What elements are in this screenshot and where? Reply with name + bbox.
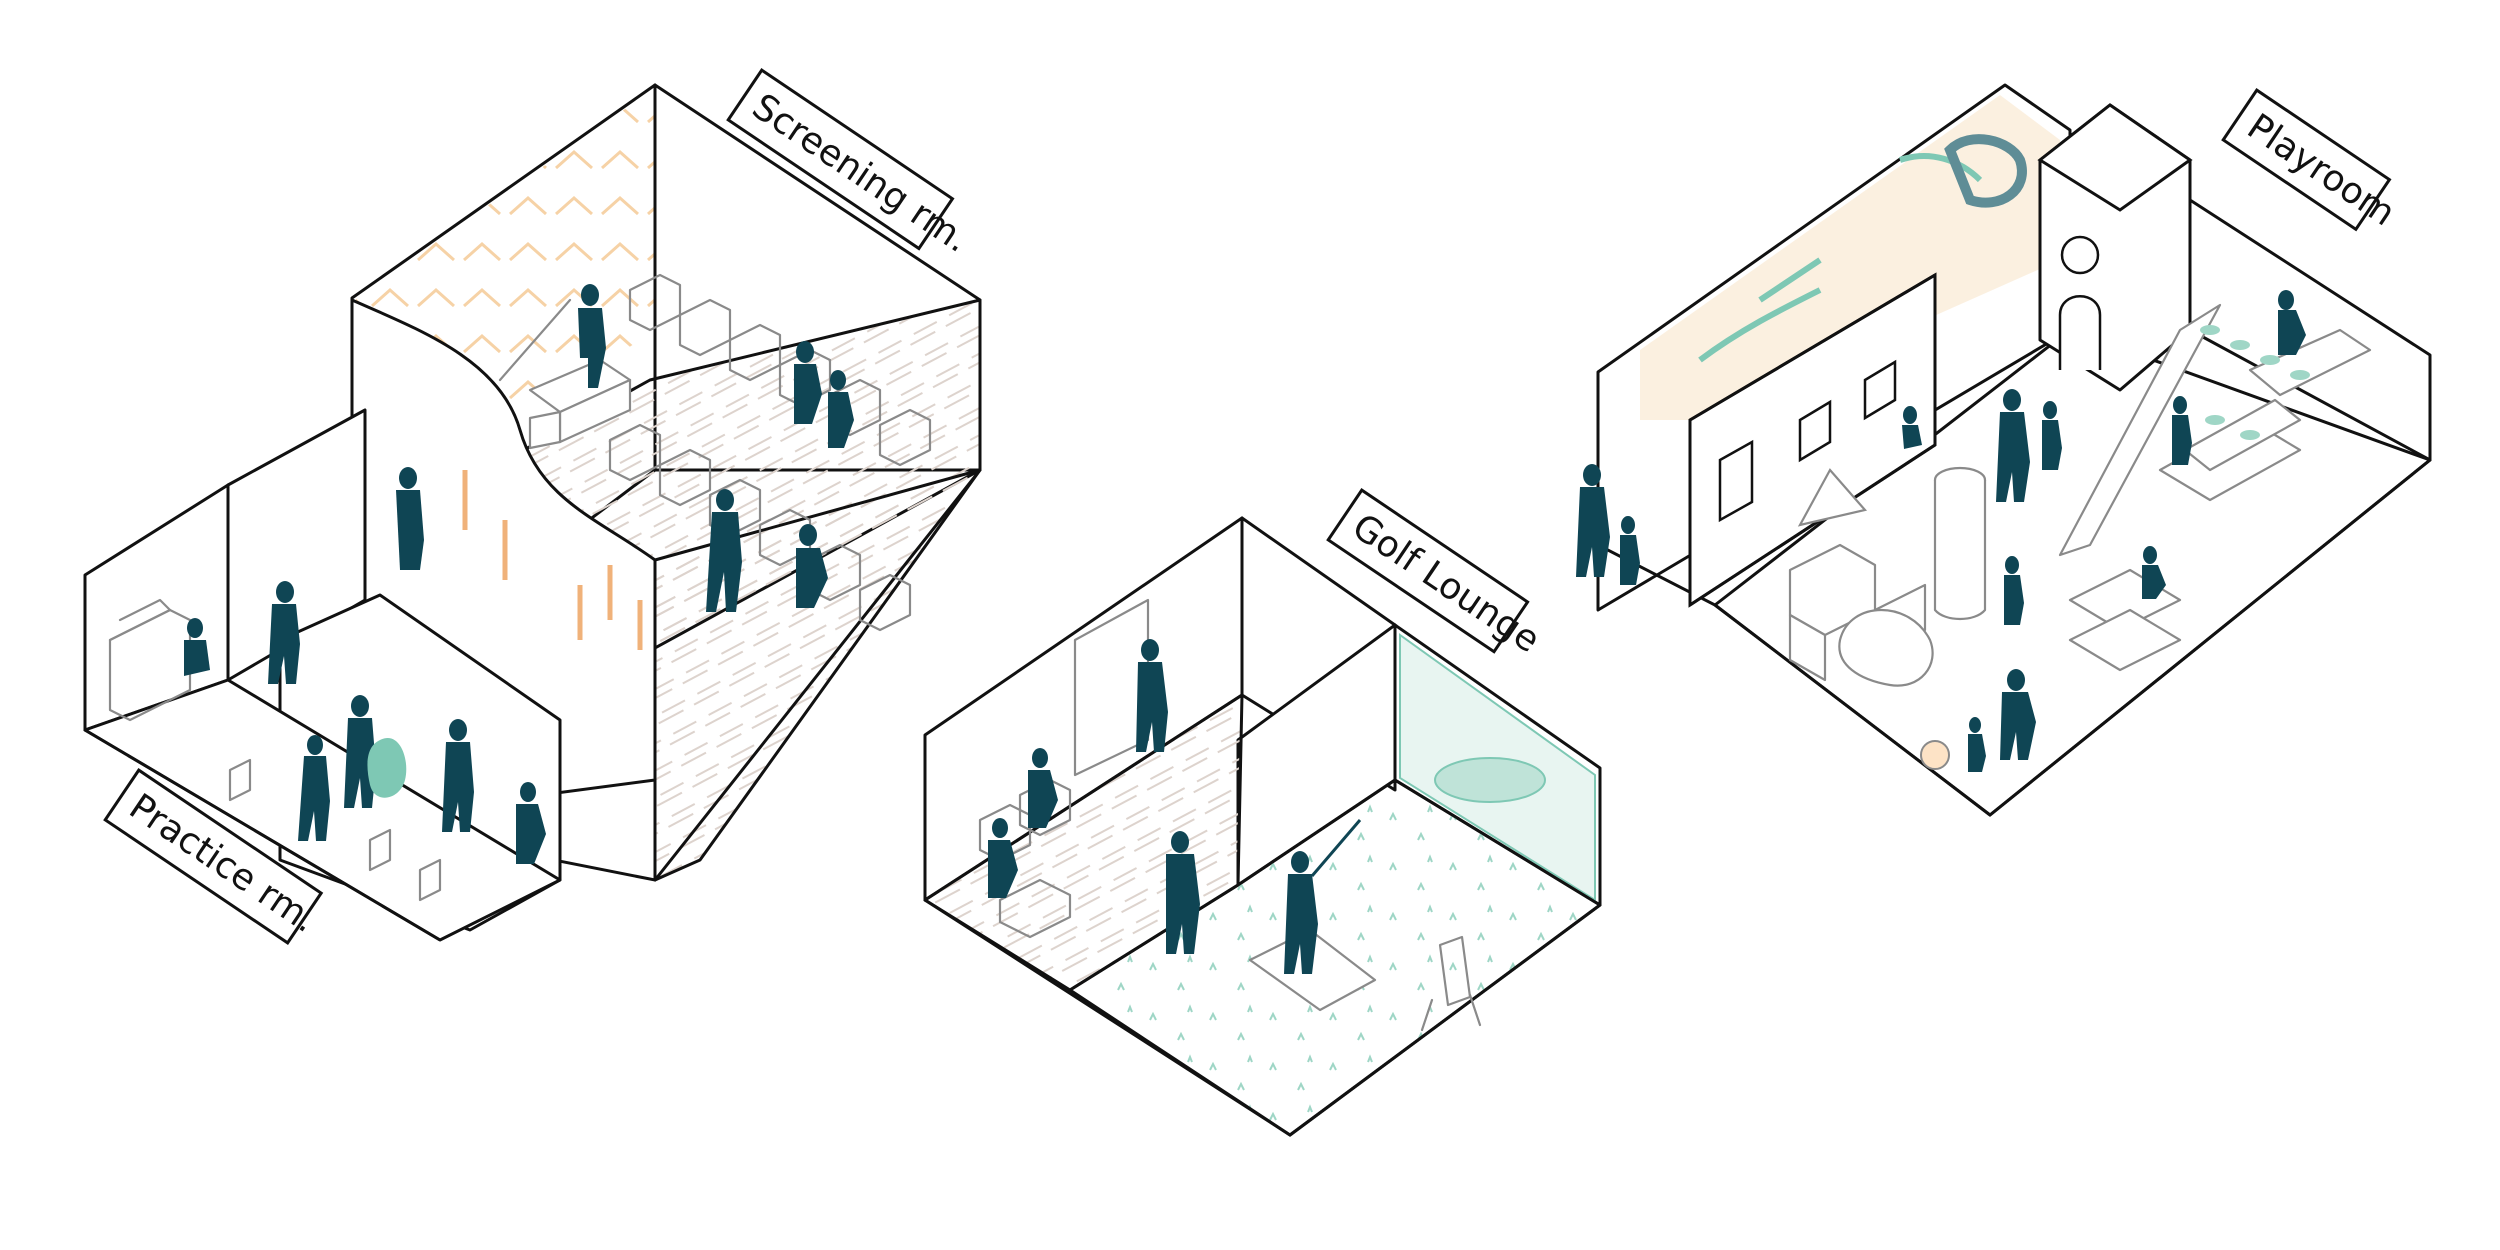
golf-lounge bbox=[923, 516, 1602, 1137]
practice-people bbox=[184, 581, 546, 864]
screening-stairs bbox=[498, 298, 632, 450]
golf-bag bbox=[1420, 935, 1482, 1032]
playroom-people bbox=[1576, 290, 2306, 772]
playroom-mural bbox=[1640, 95, 2060, 420]
screening-people bbox=[396, 284, 854, 612]
wall-sconces bbox=[462, 470, 643, 650]
playroom bbox=[1576, 83, 2432, 817]
piano bbox=[108, 598, 192, 722]
practice-side-wall bbox=[226, 408, 367, 682]
ivy-wall bbox=[2200, 325, 2310, 440]
slide bbox=[2058, 303, 2222, 557]
practice-chairs bbox=[228, 758, 442, 902]
play-tower bbox=[2037, 103, 2193, 392]
play-pyramid bbox=[1797, 468, 1868, 527]
play-blocks bbox=[1788, 466, 2182, 687]
play-stairs bbox=[2158, 328, 2372, 502]
label-playroom: Playroom bbox=[2221, 88, 2402, 234]
golf-people bbox=[988, 639, 1362, 974]
playhouse-windows bbox=[1718, 359, 1897, 523]
screening-seats bbox=[608, 273, 932, 632]
practice-room bbox=[83, 408, 562, 942]
